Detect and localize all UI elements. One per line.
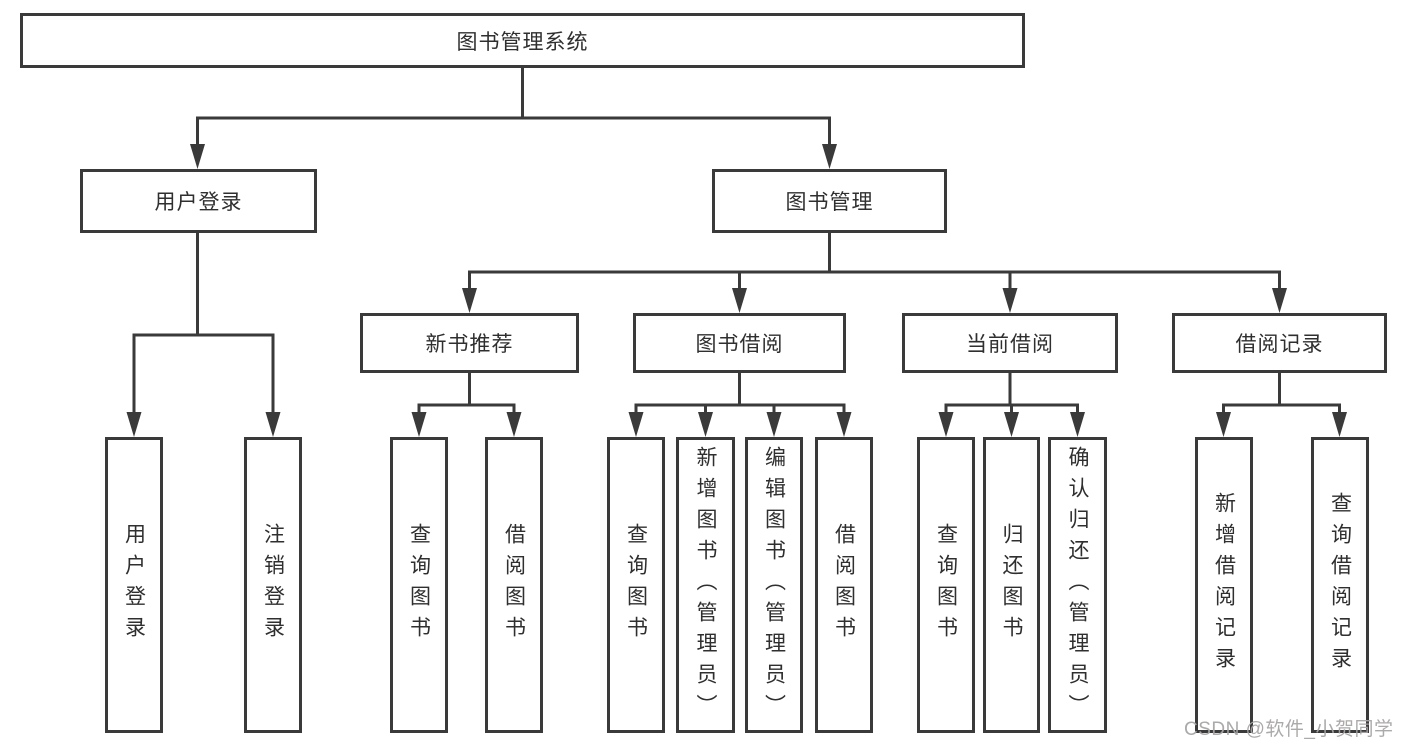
node-label: 当前借阅 xyxy=(966,333,1054,356)
leaf-query-books: 查询图书 xyxy=(917,437,975,733)
node-user-login: 用户登录 xyxy=(80,169,317,233)
leaf-add-books-admin: 新增图书（管理员） xyxy=(676,437,735,733)
leaf-query-books: 查询图书 xyxy=(390,437,448,733)
node-label: 注销登录 xyxy=(261,523,285,647)
leaf-query-books: 查询图书 xyxy=(607,437,665,733)
node-book-management: 图书管理 xyxy=(712,169,947,233)
node-label: 新书推荐 xyxy=(425,333,514,356)
node-borrowing-records: 借阅记录 xyxy=(1172,313,1387,373)
node-label: 编辑图书（管理员） xyxy=(762,445,786,725)
node-label: 图书借阅 xyxy=(695,333,784,356)
node-root: 图书管理系统 xyxy=(20,13,1025,68)
leaf-edit-books-admin: 编辑图书（管理员） xyxy=(745,437,803,733)
arrowheads xyxy=(126,144,1347,437)
node-book-borrowing: 图书借阅 xyxy=(633,313,846,373)
leaf-borrow-books: 借阅图书 xyxy=(815,437,873,733)
node-label: 借阅图书 xyxy=(502,523,526,647)
node-current-borrowing: 当前借阅 xyxy=(902,313,1118,373)
node-label: 归还图书 xyxy=(1000,523,1023,647)
node-new-book-recommend: 新书推荐 xyxy=(360,313,579,373)
node-label: 查询借阅记录 xyxy=(1328,492,1352,678)
leaf-return-books: 归还图书 xyxy=(983,437,1040,733)
node-label: 查询图书 xyxy=(624,523,648,647)
watermark: CSDN @软件_小贺同学 xyxy=(1184,719,1394,740)
node-label: 确认归还（管理员） xyxy=(1066,445,1089,725)
leaf-user-login: 用户登录 xyxy=(105,437,163,733)
node-label: 图书管理 xyxy=(785,191,874,214)
node-label: 新增图书（管理员） xyxy=(694,445,717,725)
leaf-confirm-return-admin: 确认归还（管理员） xyxy=(1048,437,1107,733)
node-label: 用户登录 xyxy=(154,191,243,214)
node-label: 借阅记录 xyxy=(1235,333,1324,356)
node-label: 新增借阅记录 xyxy=(1212,492,1236,678)
leaf-borrow-books: 借阅图书 xyxy=(485,437,543,733)
node-label: 查询图书 xyxy=(407,523,431,647)
node-label: 图书管理系统 xyxy=(456,30,589,54)
node-label: 借阅图书 xyxy=(832,523,856,647)
node-label: 查询图书 xyxy=(934,523,958,647)
leaf-query-borrow-record: 查询借阅记录 xyxy=(1311,437,1369,733)
leaf-logout: 注销登录 xyxy=(244,437,302,733)
node-label: 用户登录 xyxy=(122,523,146,647)
leaf-add-borrow-record: 新增借阅记录 xyxy=(1195,437,1253,733)
